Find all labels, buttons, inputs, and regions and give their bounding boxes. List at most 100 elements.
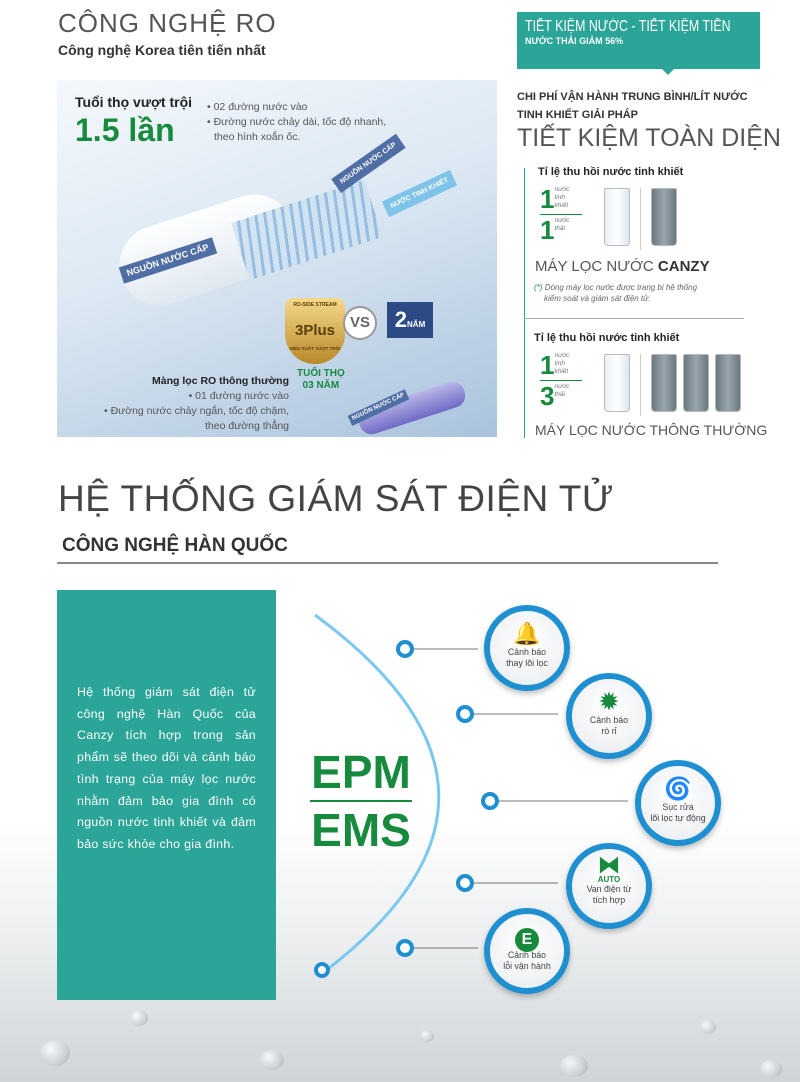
canzy-note: (*) Dòng máy lọc nước được trang bị hệ t…: [534, 282, 697, 304]
divider: [524, 168, 525, 438]
badge-top-text: RO-SIDE STREAM: [293, 302, 337, 308]
saving-banner: TIẾT KIỆM NƯỚC - TIẾT KIỆM TIỀN NƯỚC THẢ…: [517, 12, 760, 75]
waste-ratio: 1: [540, 215, 555, 245]
valve-icon: ⧓: [598, 852, 620, 877]
waste-label: nước thải: [554, 383, 570, 398]
error-icon: E: [490, 924, 564, 952]
compare-unit: NĂM: [407, 320, 426, 329]
two-year-badge: 2NĂM: [387, 302, 433, 338]
badge-bottom-text: HIỆU SUẤT VƯỢT TRỘI: [289, 346, 341, 351]
feature-label: thay lõi lọc: [506, 658, 548, 668]
bullet: theo đường thẳng: [205, 420, 289, 432]
brand: CANZY: [657, 258, 710, 275]
monitor-subtitle: CÔNG NGHỆ HÀN QUỐC: [62, 535, 288, 556]
canzy-name: MÁY LỌC NƯỚC CANZY: [535, 258, 710, 275]
monitor-description: Hệ thống giám sát điện tử công nghệ Hàn …: [57, 590, 276, 1000]
compare-value: 2: [394, 307, 408, 332]
pure-ratio: 1: [540, 350, 555, 380]
waste-glass-icon: [683, 354, 709, 412]
canzy-glasses: [604, 188, 677, 250]
feature-label: Sục rửa: [662, 802, 694, 812]
badge-main-text: 3Plus: [294, 322, 336, 339]
arc: [314, 613, 441, 977]
epm-logo: EPM: [311, 746, 411, 798]
feature-error-alert: E Cảnh báo lỗi vận hành: [484, 908, 570, 994]
normal-name: MÁY LỌC NƯỚC THÔNG THƯỜNG: [535, 422, 768, 438]
life-line: TUỔI THỌ: [297, 368, 345, 379]
note-line: kiểm soát và giám sát điện tử.: [544, 294, 651, 303]
arc-nodes: [314, 640, 499, 978]
bullet: • 02 đường nước vào: [207, 101, 308, 113]
pure-label: nước tinh khiết: [554, 186, 570, 209]
3plus-badge: RO-SIDE STREAM 3Plus HIỆU SUẤT VƯỢT TRỘI: [285, 298, 345, 364]
separator: [640, 188, 641, 250]
fraction-line: [540, 214, 582, 215]
water-drop: [560, 1055, 588, 1077]
lifespan-label: Tuổi thọ vượt trội: [75, 94, 193, 110]
water-drop: [700, 1020, 716, 1034]
ems-logo: EMS: [311, 804, 411, 856]
note-line: Dòng máy lọc nước được trang bị hệ thống: [544, 283, 698, 292]
pure-glass-icon: [604, 354, 630, 412]
feature-leak-alert: ✹ Cảnh báo rò rỉ: [566, 673, 652, 759]
normal-title: Màng lọc RO thông thường: [152, 375, 289, 387]
name-prefix: MÁY LỌC NƯỚC: [535, 258, 658, 275]
fraction-line: [540, 380, 582, 381]
note-mark: (*): [534, 283, 543, 292]
bullet: • Đường nước chảy dài, tốc độ nhanh,: [207, 116, 387, 128]
leak-icon: ✹: [599, 689, 619, 714]
feature-label: Cảnh báo: [507, 647, 547, 657]
bullets-top: • 02 đường nước vào • Đường nước chảy dà…: [207, 100, 386, 145]
bullet: • 01 đường nước vào: [188, 390, 289, 402]
feature-label: Van điện từ: [586, 884, 632, 894]
separator: [640, 354, 641, 416]
waste-glass-icon: [651, 188, 677, 246]
ro-title: CÔNG NGHỆ RO: [58, 8, 277, 38]
divider: [524, 318, 744, 319]
feature-label: Cảnh báo: [507, 950, 547, 960]
feature-label: Cảnh báo: [589, 715, 629, 725]
feature-label: lỗi vận hành: [503, 961, 551, 971]
cost-line: TINH KHIẾT GIẢI PHÁP: [517, 109, 639, 121]
water-drop: [130, 1010, 148, 1026]
feature-label: tích hợp: [592, 895, 626, 905]
feature-label: lõi lọc tự động: [650, 813, 706, 823]
feature-auto-flush: 🌀 Sục rửa lõi lọc tự động: [635, 760, 721, 846]
water-drop: [420, 1030, 434, 1042]
normal-glasses: [604, 354, 741, 416]
waste-label: nước thải: [554, 217, 570, 232]
water-drop: [260, 1050, 284, 1070]
ro-subtitle: Công nghệ Korea tiên tiến nhất: [58, 42, 266, 58]
bell-icon: 🔔: [513, 621, 541, 646]
life-line: 03 NĂM: [302, 380, 340, 391]
lifespan-value: 1.5 lần: [75, 112, 175, 148]
vs-badge: VS: [343, 306, 377, 340]
logo-divider: [310, 800, 412, 802]
pure-glass-icon: [604, 188, 630, 246]
connector-lines: [405, 648, 628, 949]
cost-line: CHI PHÍ VẬN HÀNH TRUNG BÌNH/LÍT NƯỚC: [517, 91, 748, 103]
banner-title: TIẾT KIỆM NƯỚC - TIẾT KIỆM TIỀN: [525, 18, 731, 35]
feature-label: rò rỉ: [601, 726, 617, 736]
recovery-label: Tỉ lệ thu hồi nước tinh khiết: [538, 166, 684, 178]
waste-ratio: 3: [540, 381, 555, 411]
waste-glass-icon: [651, 354, 677, 412]
monitor-title: HỆ THỐNG GIÁM SÁT ĐIỆN TỬ: [58, 478, 615, 519]
cost-text: CHI PHÍ VẬN HÀNH TRUNG BÌNH/LÍT NƯỚC TINH…: [517, 88, 777, 124]
divider: [57, 562, 718, 564]
bullet: theo hình xoắn ốc.: [214, 131, 301, 143]
saving-headline: TIẾT KIỆM TOÀN DIỆN: [517, 124, 781, 152]
ro-membrane-illustration: Tuổi thọ vượt trội 1.5 lần • 02 đường nư…: [57, 80, 497, 437]
feature-solenoid-valve: ⧓ AUTO Van điện từ tích hợp: [566, 843, 652, 929]
pure-label: nước tinh khiết: [554, 352, 570, 375]
waste-glass-icon: [715, 354, 741, 412]
swirl-icon: 🌀: [664, 776, 692, 801]
bullets-bottom: Màng lọc RO thông thường • 01 đường nước…: [104, 374, 289, 434]
water-drop: [40, 1040, 70, 1066]
recovery-label: Tỉ lệ thu hồi nước tinh khiết: [534, 332, 680, 344]
auto-badge: AUTO: [597, 875, 621, 884]
